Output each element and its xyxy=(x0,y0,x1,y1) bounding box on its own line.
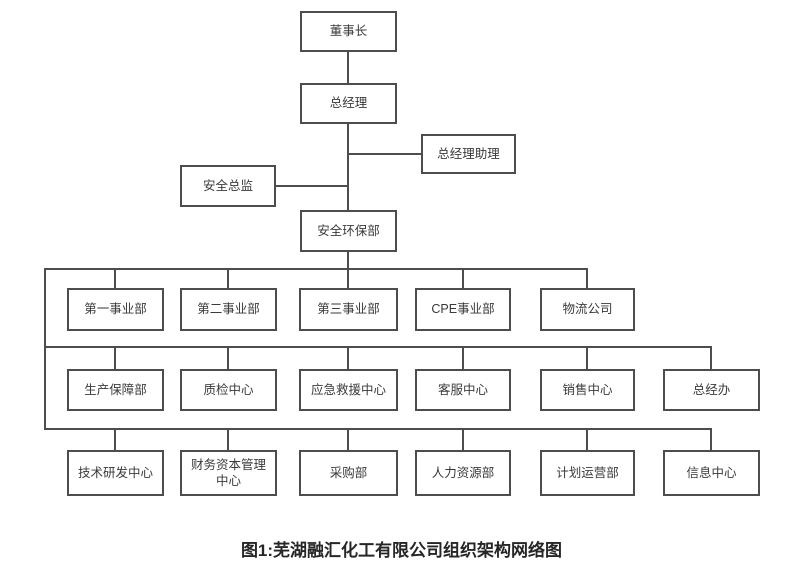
org-node-emergency-rescue-center: 应急救援中心 xyxy=(299,369,398,411)
connector-line xyxy=(347,268,349,288)
connector-line xyxy=(347,124,349,210)
connector-line xyxy=(114,428,116,450)
org-node-finance-capital-center: 财务资本管理中心 xyxy=(180,450,277,496)
connector-line xyxy=(710,346,712,369)
org-node-cpe-division: CPE事业部 xyxy=(415,288,511,331)
connector-line xyxy=(586,268,588,288)
org-node-gm-office: 总经办 xyxy=(663,369,760,411)
org-node-general-manager: 总经理 xyxy=(300,83,397,124)
connector-line xyxy=(586,346,588,369)
connector-line xyxy=(44,268,588,270)
org-node-quality-inspection-center: 质检中心 xyxy=(180,369,277,411)
org-node-procurement-dept: 采购部 xyxy=(299,450,398,496)
org-node-hr-dept: 人力资源部 xyxy=(415,450,511,496)
org-node-safety-env-dept: 安全环保部 xyxy=(300,210,397,252)
org-node-production-support: 生产保障部 xyxy=(67,369,164,411)
org-node-tech-rd-center: 技术研发中心 xyxy=(67,450,164,496)
connector-line xyxy=(276,185,348,187)
connector-line xyxy=(44,428,712,430)
connector-line xyxy=(462,268,464,288)
connector-line xyxy=(347,428,349,450)
connector-line xyxy=(44,346,712,348)
connector-line xyxy=(347,346,349,369)
org-node-info-center: 信息中心 xyxy=(663,450,760,496)
connector-line xyxy=(710,428,712,450)
org-node-division-3: 第三事业部 xyxy=(299,288,398,331)
org-node-planning-operations: 计划运营部 xyxy=(540,450,635,496)
connector-line xyxy=(114,268,116,288)
org-node-sales-center: 销售中心 xyxy=(540,369,635,411)
connector-line xyxy=(114,346,116,369)
connector-line xyxy=(227,268,229,288)
connector-line xyxy=(347,252,349,270)
org-node-gm-assistant: 总经理助理 xyxy=(421,134,516,174)
org-node-division-2: 第二事业部 xyxy=(180,288,277,331)
org-node-division-1: 第一事业部 xyxy=(67,288,164,331)
connector-line xyxy=(348,153,421,155)
connector-line xyxy=(347,52,349,83)
connector-line xyxy=(227,346,229,369)
connector-line xyxy=(227,428,229,450)
connector-line xyxy=(586,428,588,450)
org-node-logistics-company: 物流公司 xyxy=(540,288,635,331)
org-node-safety-director: 安全总监 xyxy=(180,165,276,207)
connector-line xyxy=(44,268,46,430)
connector-line xyxy=(462,346,464,369)
org-node-customer-service-center: 客服中心 xyxy=(415,369,511,411)
org-node-chairman: 董事长 xyxy=(300,11,397,52)
figure-caption: 图1:芜湖融汇化工有限公司组织架构网络图 xyxy=(240,541,563,560)
connector-line xyxy=(462,428,464,450)
